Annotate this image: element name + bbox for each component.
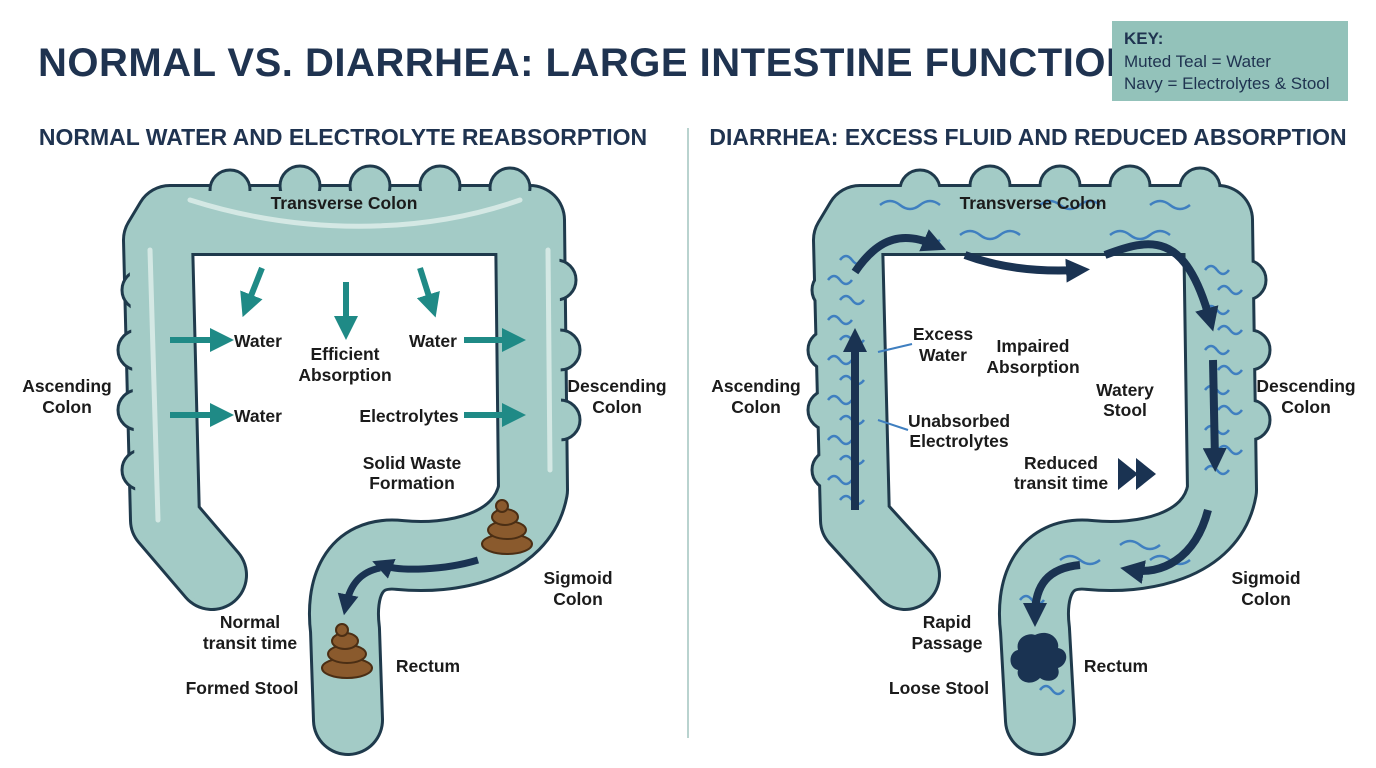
label-excess-water: Excess: [913, 324, 974, 344]
label-transverse-colon-d: Transverse Colon: [960, 193, 1107, 213]
label-efficient-absorption-2: Absorption: [298, 365, 391, 385]
label-unabsorbed-electrolytes: Unabsorbed: [908, 411, 1010, 431]
label-rectum-d: Rectum: [1084, 656, 1148, 676]
label-rectum: Rectum: [396, 656, 460, 676]
label-efficient-absorption: Efficient: [310, 344, 379, 364]
leader-lines: [877, 343, 913, 431]
label-descending-colon-d-2: Colon: [1281, 397, 1331, 417]
label-electrolytes: Electrolytes: [359, 406, 458, 426]
key-heading: KEY:: [1124, 29, 1163, 48]
label-descending-colon-2: Colon: [592, 397, 642, 417]
normal-panel-heading: NORMAL WATER AND ELECTROLYTE REABSORPTIO…: [39, 124, 647, 150]
label-sigmoid-colon-d-2: Colon: [1241, 589, 1291, 609]
label-sigmoid-colon: Sigmoid: [543, 568, 612, 588]
normal-flow-arrows: [337, 556, 480, 616]
label-reduced-transit-2: transit time: [1014, 473, 1109, 493]
stool-icon: [481, 499, 533, 555]
label-ascending-colon-d-2: Colon: [731, 397, 781, 417]
normal-absorption-arrows: [170, 266, 526, 427]
label-normal-transit-2: transit time: [203, 633, 298, 653]
label-impaired-absorption-2: Absorption: [986, 357, 1079, 377]
label-rapid-passage: Rapid: [923, 612, 972, 632]
label-sigmoid-colon-2: Colon: [553, 589, 603, 609]
label-water-3: Water: [409, 331, 457, 351]
label-solid-waste: Solid Waste: [363, 453, 462, 473]
label-normal-transit: Normal: [220, 612, 280, 632]
label-ascending-colon-d: Ascending: [711, 376, 800, 396]
key-navy-entry: Navy = Electrolytes & Stool: [1124, 74, 1330, 93]
page-title: NORMAL VS. DIARRHEA: LARGE INTESTINE FUN…: [38, 41, 1135, 85]
label-watery-stool-2: Stool: [1103, 400, 1147, 420]
diarrhea-panel-heading: DIARRHEA: EXCESS FLUID AND REDUCED ABSOR…: [709, 124, 1346, 150]
label-transverse-colon: Transverse Colon: [271, 193, 418, 213]
label-water-2: Water: [234, 406, 282, 426]
label-rapid-passage-2: Passage: [911, 633, 982, 653]
label-ascending-colon-2: Colon: [42, 397, 92, 417]
label-solid-waste-2: Formation: [369, 473, 455, 493]
diarrhea-labels: Transverse Colon Ascending Colon Descend…: [711, 193, 1355, 698]
label-watery-stool: Watery: [1096, 380, 1154, 400]
formed-stool-icon: [321, 623, 373, 679]
label-formed-stool: Formed Stool: [186, 678, 299, 698]
label-impaired-absorption: Impaired: [997, 336, 1070, 356]
loose-stool-icon: [1010, 632, 1067, 683]
key-legend: KEY: Muted Teal = Water Navy = Electroly…: [1112, 21, 1348, 101]
diarrhea-flow-arrows: [843, 229, 1227, 627]
label-water-1: Water: [234, 331, 282, 351]
key-water-entry: Muted Teal = Water: [1124, 52, 1271, 71]
normal-labels: Transverse Colon Ascending Colon Descend…: [22, 193, 666, 698]
label-reduced-transit: Reduced: [1024, 453, 1098, 473]
label-descending-colon: Descending: [567, 376, 666, 396]
label-ascending-colon: Ascending: [22, 376, 111, 396]
fast-forward-icon: [1118, 458, 1156, 490]
label-loose-stool: Loose Stool: [889, 678, 989, 698]
label-descending-colon-d: Descending: [1256, 376, 1355, 396]
label-sigmoid-colon-d: Sigmoid: [1231, 568, 1300, 588]
label-unabsorbed-electrolytes-2: Electrolytes: [909, 431, 1008, 451]
label-excess-water-2: Water: [919, 345, 967, 365]
